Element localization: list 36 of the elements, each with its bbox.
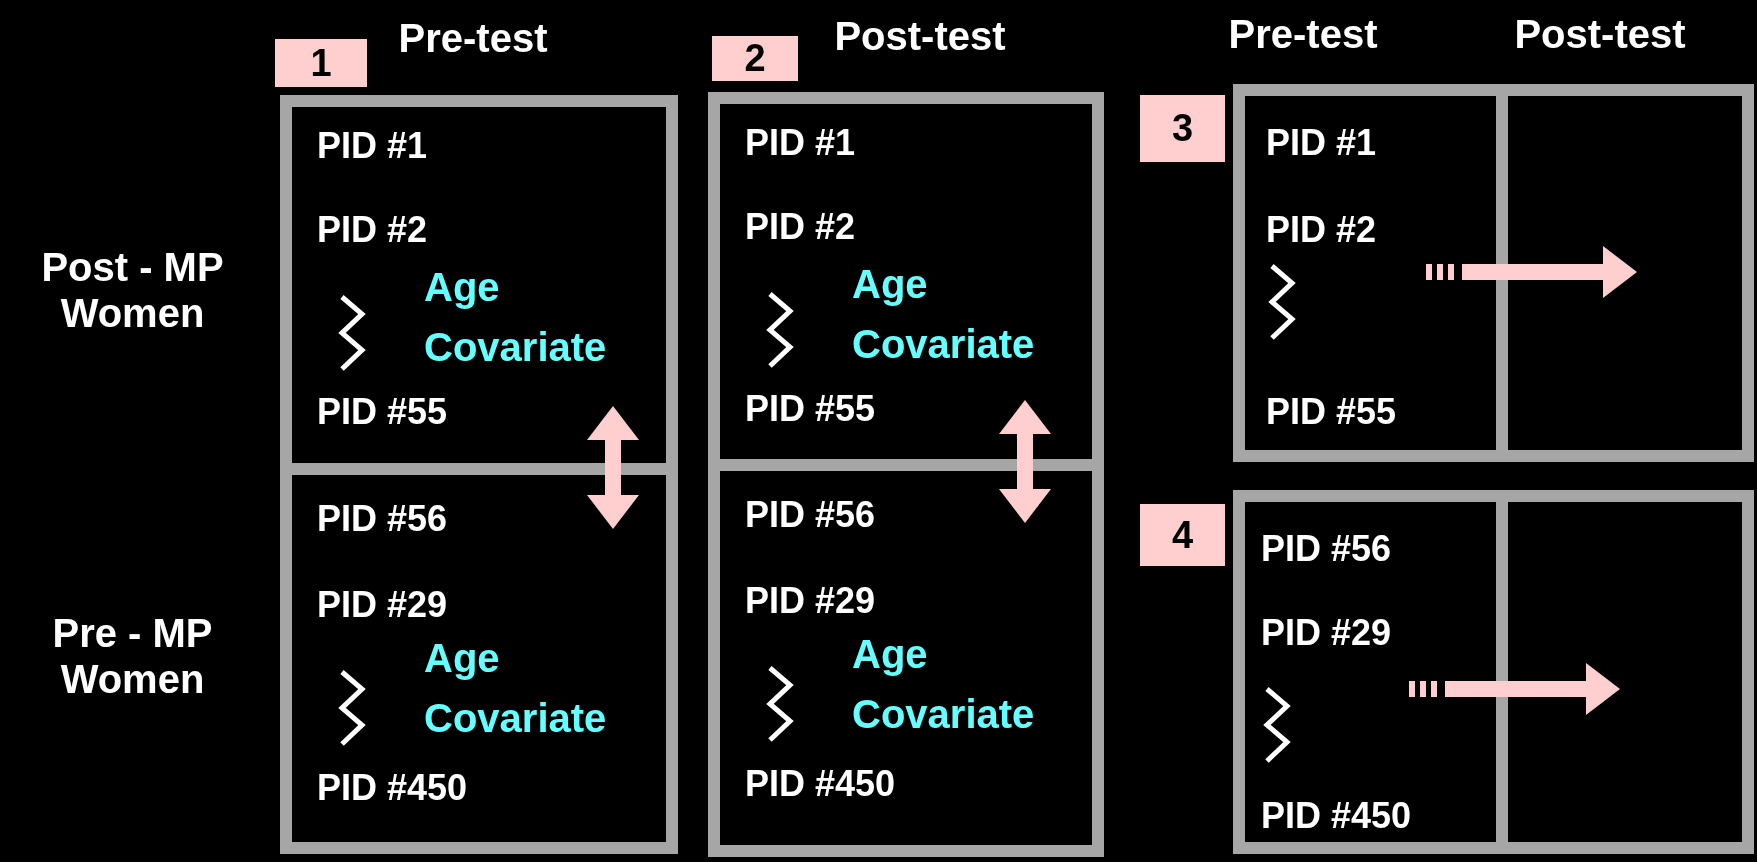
participant-id: PID #56 — [1261, 529, 1392, 569]
participant-id: PID #55 — [745, 389, 876, 429]
participant-id: PID #2 — [317, 210, 428, 250]
column-heading: Post-test — [1513, 11, 1687, 57]
participant-id: PID #2 — [1266, 210, 1377, 250]
badge-number: 4 — [1171, 513, 1194, 557]
participant-id: PID #55 — [317, 392, 448, 432]
row-heading: Post - MP Women — [40, 244, 225, 336]
participant-id: PID #55 — [1266, 392, 1397, 432]
covariate-label: Age Covariate — [424, 264, 608, 371]
participant-id: PID #56 — [317, 499, 448, 539]
number-badge — [1140, 504, 1225, 566]
covariate-label: Age Covariate — [852, 631, 1036, 738]
participant-id: PID #1 — [745, 123, 856, 163]
participant-id: PID #1 — [1266, 123, 1377, 163]
number-badge — [275, 39, 367, 87]
participant-id: PID #56 — [745, 495, 876, 535]
participant-id: PID #450 — [1261, 796, 1412, 836]
column-heading: Post-test — [833, 13, 1007, 59]
participant-id: PID #450 — [745, 764, 896, 804]
participant-id: PID #29 — [745, 581, 876, 621]
number-badge — [1140, 95, 1225, 162]
participant-id: PID #1 — [317, 126, 428, 166]
number-badge — [712, 36, 798, 81]
covariate-label: Age Covariate — [852, 261, 1036, 368]
badge-number: 1 — [310, 41, 332, 85]
participant-id: PID #29 — [1261, 613, 1392, 653]
badge-number: 2 — [744, 37, 766, 80]
covariate-label: Age Covariate — [424, 635, 608, 742]
column-heading: Pre-test — [397, 15, 549, 61]
participant-id: PID #2 — [745, 207, 856, 247]
badge-number: 3 — [1171, 107, 1194, 150]
row-heading: Pre - MP Women — [51, 610, 214, 702]
column-heading: Pre-test — [1227, 11, 1379, 57]
participant-id: PID #450 — [317, 768, 468, 808]
participant-id: PID #29 — [317, 585, 448, 625]
